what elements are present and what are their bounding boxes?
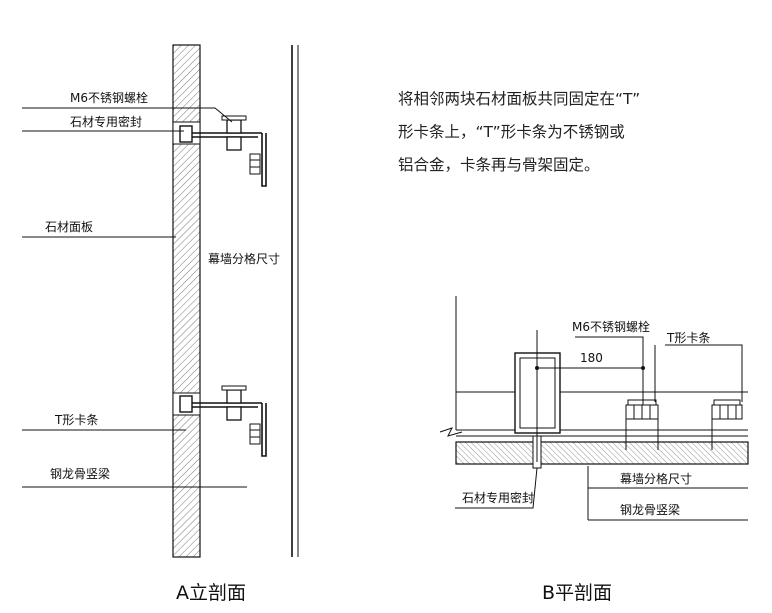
leader-seal-b — [455, 467, 538, 509]
bolt-connector-2 — [711, 399, 743, 450]
label-seal-a: 石材专用密封 — [70, 114, 142, 129]
label-dimension-180: 180 — [580, 351, 603, 365]
b-break-symbol — [439, 427, 463, 437]
label-grid-size-b: 幕墙分格尺寸 — [620, 471, 692, 486]
label-tclip-b: T形卡条 — [666, 331, 710, 345]
section-a-vertical: M6不锈钢螺栓 石材专用密封 石材面板 幕墙分格尺寸 T形卡条 钢龙骨竖梁 A立… — [22, 44, 299, 604]
t-clip-bracket-upper — [179, 115, 267, 187]
label-beam-b: 钢龙骨竖梁 — [620, 502, 680, 517]
description: 将相邻两块石材面板共同固定在“T” 形卡条上，“T”形卡条为不锈钢或 铝合金，卡… — [398, 90, 640, 174]
description-line-2: 形卡条上，“T”形卡条为不锈钢或 — [398, 123, 625, 141]
leader-bolt-b — [575, 336, 644, 405]
bolt-connector-1 — [625, 399, 659, 450]
section-b-plan: 180 M6不锈钢螺栓 T形卡条 幕墙分格尺寸 石材专用密封 钢龙骨竖梁 B平剖… — [439, 296, 749, 604]
stone-panel-b — [455, 441, 749, 465]
label-seal-b: 石材专用密封 — [462, 490, 534, 505]
caption-section-b: B平剖面 — [542, 582, 612, 604]
label-tclip-a: T形卡条 — [54, 413, 98, 427]
description-line-3: 铝合金，卡条再与骨架固定。 — [398, 156, 600, 174]
leader-tclip-b — [665, 344, 743, 402]
leader-bolt-a — [22, 107, 233, 123]
caption-section-a: A立剖面 — [176, 582, 246, 604]
label-bolt-a: M6不锈钢螺栓 — [70, 90, 148, 105]
description-line-1: 将相邻两块石材面板共同固定在“T” — [398, 90, 640, 108]
label-grid-size-a: 幕墙分格尺寸 — [208, 251, 280, 266]
label-panel-a: 石材面板 — [45, 220, 93, 234]
t-clip-bracket-lower — [179, 385, 267, 457]
label-bolt-b: M6不锈钢螺栓 — [572, 319, 650, 334]
label-beam-a: 钢龙骨竖梁 — [50, 466, 110, 481]
